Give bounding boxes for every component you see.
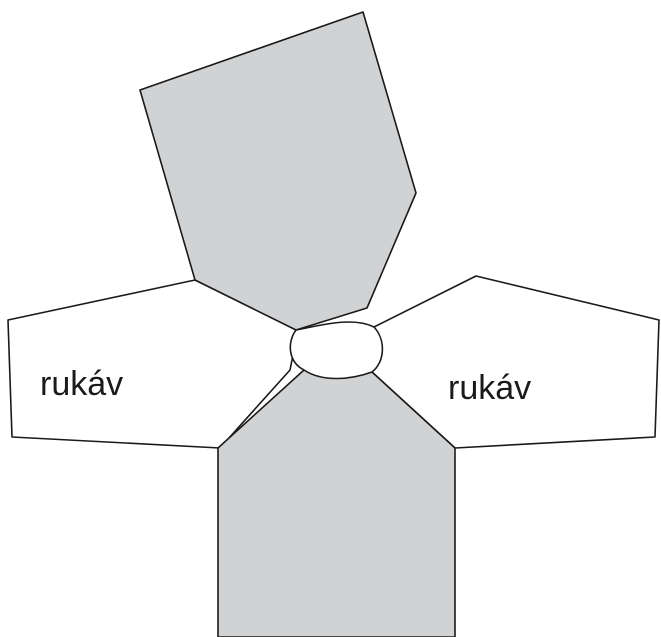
back-piece [139, 11, 417, 331]
left-sleeve-label: rukáv [40, 365, 123, 403]
neck-opening [289, 321, 384, 380]
right-sleeve-label: rukáv [448, 369, 531, 407]
